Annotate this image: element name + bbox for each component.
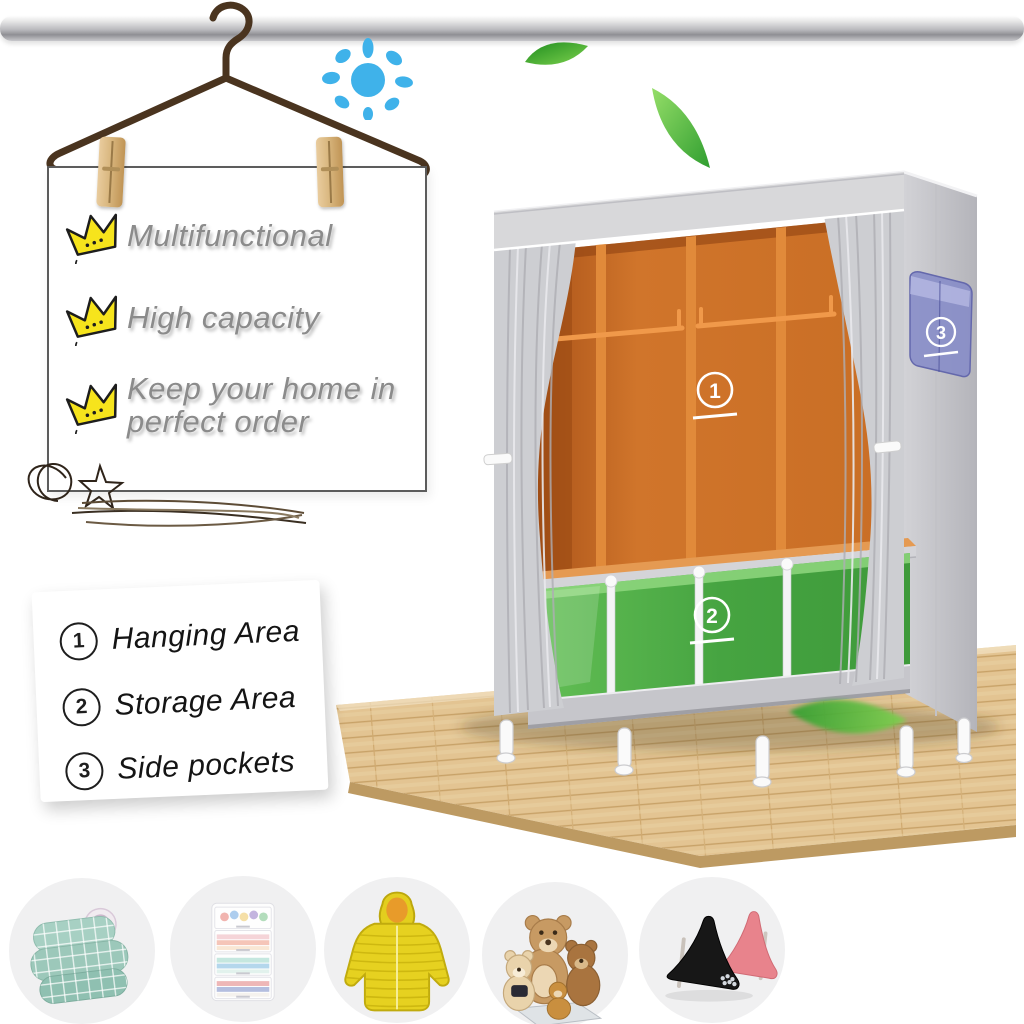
marker-number: 3 <box>936 323 946 343</box>
feature-row: Keep your home in perfect order <box>65 371 396 439</box>
marker-hanging-area: 1 <box>692 371 738 420</box>
leaf-icon <box>788 699 908 734</box>
marker-number: 2 <box>706 605 718 628</box>
crown-icon <box>65 295 118 346</box>
feature-line: perfect order <box>127 403 310 439</box>
side-pocket <box>909 271 973 378</box>
drawer-unit-icon <box>211 902 275 1002</box>
feature-label: Multifunctional <box>127 217 333 253</box>
teddy-bears-icon <box>502 914 603 1024</box>
product-photo-teddy-bears <box>482 882 628 1024</box>
crown-icon <box>65 383 118 434</box>
down-jacket-icon <box>344 891 450 1012</box>
wardrobe-side-panel <box>904 172 977 732</box>
legend-label: Storage Area <box>113 680 297 722</box>
leaf-icon <box>525 42 588 65</box>
legend-item: 3 Side pockets <box>64 743 296 792</box>
feature-row: High capacity <box>65 290 320 346</box>
wardrobe-top-band <box>494 172 904 250</box>
right-curtain <box>824 208 904 686</box>
product-photo-high-heels <box>639 877 785 1023</box>
marker-number: 1 <box>709 380 721 403</box>
leaf-icon <box>652 88 710 168</box>
sun-icon <box>322 38 413 120</box>
legend-number: 3 <box>64 751 105 792</box>
legend-number: 1 <box>58 621 99 662</box>
marker-storage-area: 2 <box>689 596 735 645</box>
clothespin-icon <box>315 136 345 208</box>
wardrobe-illustration: 1 2 3 <box>483 170 978 788</box>
legend-label: Hanging Area <box>110 614 301 656</box>
legend-label: Side pockets <box>116 745 296 786</box>
feature-label: Keep your home in perfect order <box>127 371 396 439</box>
feature-label: High capacity <box>127 299 320 335</box>
feature-line: Keep your home in <box>127 371 396 406</box>
star-doodle <box>77 462 125 511</box>
legend-number: 2 <box>61 687 102 728</box>
wardrobe-legs <box>496 717 973 788</box>
crown-icon <box>65 213 118 264</box>
clothespin-icon <box>96 136 126 208</box>
clothes-rail <box>0 16 1024 41</box>
feature-sign: Multifunctional High capacity <box>47 166 427 492</box>
left-curtain <box>483 240 576 716</box>
comforter-icon <box>30 907 129 1004</box>
feature-row: Multifunctional <box>65 208 333 264</box>
product-photo-drawers <box>170 876 316 1022</box>
legend-item: 1 Hanging Area <box>58 613 301 662</box>
product-photo-jacket <box>324 877 470 1023</box>
legend-card: 1 Hanging Area 2 Storage Area 3 Side poc… <box>31 579 329 803</box>
product-photo-comforter <box>9 878 155 1024</box>
scribble-doodle <box>27 462 307 527</box>
hanging-rod <box>541 311 837 343</box>
marker-side-pocket: 3 <box>923 316 959 358</box>
high-heels-icon <box>665 911 778 1002</box>
legend-item: 2 Storage Area <box>61 679 297 728</box>
